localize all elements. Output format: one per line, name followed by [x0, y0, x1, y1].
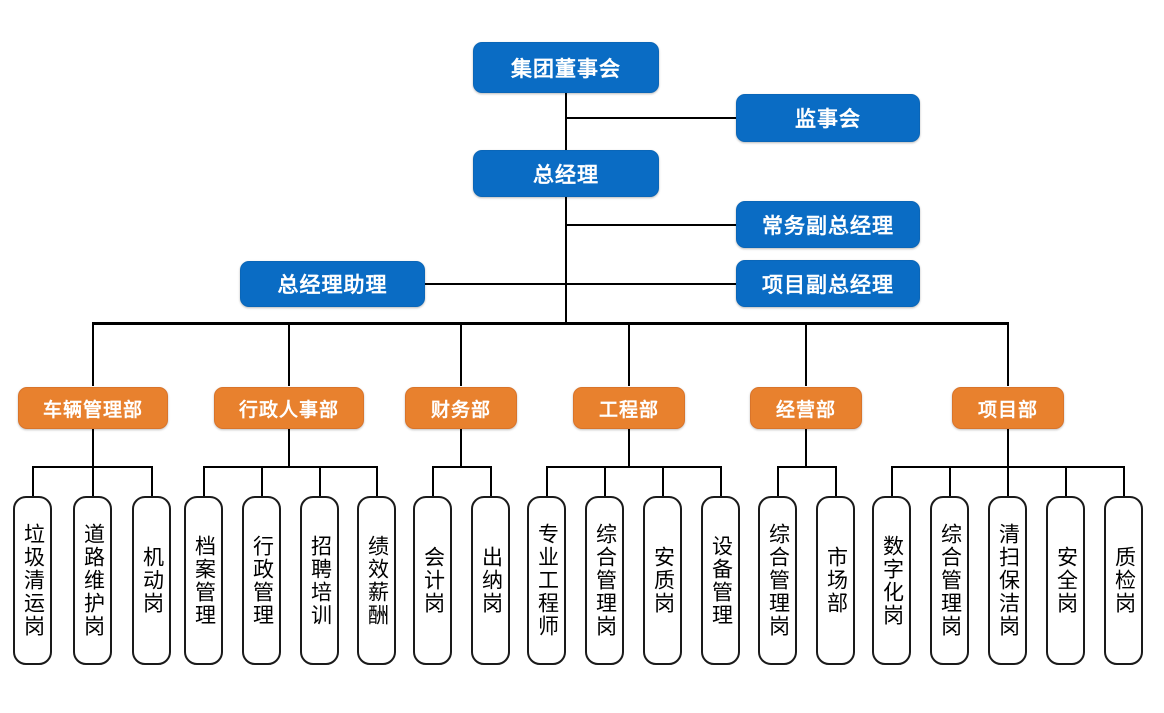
node-post-finance-0[interactable]: 会计岗 [413, 496, 452, 665]
connector-spine-to-supervisory [565, 117, 736, 119]
node-post-adminhr-0[interactable]: 档案管理 [184, 496, 223, 665]
connector-engineering-drop-2 [662, 466, 664, 497]
node-post-operations-1[interactable]: 市场部 [816, 496, 855, 665]
post-label: 综合管理岗 [593, 523, 618, 638]
connector-bus-drop-operations [805, 322, 807, 386]
post-label: 数字化岗 [880, 534, 905, 627]
connector-board-to-gm [565, 93, 567, 151]
node-post-vehicle-2[interactable]: 机动岗 [132, 496, 171, 665]
connector-finance-stem [460, 428, 462, 467]
post-label: 会计岗 [421, 546, 446, 615]
node-department-project[interactable]: 项目部 [952, 387, 1064, 429]
node-post-engineering-2[interactable]: 安质岗 [643, 496, 682, 665]
post-label: 机动岗 [140, 546, 165, 615]
connector-engineering-drop-0 [546, 466, 548, 497]
connector-spine-to-project-deputy [565, 283, 736, 285]
node-post-project-1[interactable]: 综合管理岗 [930, 496, 969, 665]
post-label: 垃圾清运岗 [21, 523, 46, 638]
connector-project-stem [1007, 428, 1009, 467]
node-post-engineering-3[interactable]: 设备管理 [701, 496, 740, 665]
connector-adminhr-drop-2 [319, 466, 321, 497]
post-label: 安质岗 [651, 546, 676, 615]
node-post-adminhr-3[interactable]: 绩效薪酬 [357, 496, 396, 665]
connector-operations-drop-1 [835, 466, 837, 497]
post-label: 专业工程师 [535, 523, 560, 638]
connector-gm-to-bus [565, 197, 567, 323]
connector-project-drop-4 [1123, 466, 1125, 497]
connector-bus-drop-finance [460, 322, 462, 386]
node-general-manager[interactable]: 总经理 [473, 150, 659, 197]
connector-vehicle-drop-0 [32, 466, 34, 497]
node-post-adminhr-1[interactable]: 行政管理 [242, 496, 281, 665]
node-department-operations[interactable]: 经营部 [750, 387, 862, 429]
node-post-vehicle-1[interactable]: 道路维护岗 [73, 496, 112, 665]
connector-engineering-stem [628, 428, 630, 467]
node-department-finance[interactable]: 财务部 [405, 387, 517, 429]
connector-bus-drop-engineering [628, 322, 630, 386]
connector-adminhr-drop-1 [261, 466, 263, 497]
connector-project-drop-2 [1007, 466, 1009, 497]
connector-project-drop-3 [1065, 466, 1067, 497]
connector-vehicle-stem [92, 428, 94, 467]
connector-operations-drop-0 [777, 466, 779, 497]
post-label: 招聘培训 [308, 534, 333, 627]
node-executive-deputy-gm[interactable]: 常务副总经理 [736, 201, 920, 248]
connector-engineering-rail [546, 466, 721, 468]
post-label: 市场部 [824, 546, 849, 615]
node-board[interactable]: 集团董事会 [473, 42, 659, 93]
node-gm-assistant[interactable]: 总经理助理 [240, 261, 425, 307]
connector-bus-drop-vehicle [92, 322, 94, 386]
post-label: 出纳岗 [479, 546, 504, 615]
node-post-operations-0[interactable]: 综合管理岗 [758, 496, 797, 665]
node-post-project-0[interactable]: 数字化岗 [872, 496, 911, 665]
node-department-engineering[interactable]: 工程部 [573, 387, 685, 429]
connector-vehicle-drop-2 [151, 466, 153, 497]
node-department-vehicle[interactable]: 车辆管理部 [18, 387, 168, 429]
connector-engineering-drop-3 [720, 466, 722, 497]
post-label: 设备管理 [709, 534, 734, 627]
connector-spine-to-exec-deputy [565, 224, 736, 226]
connector-adminhr-drop-3 [376, 466, 378, 497]
connector-project-drop-0 [891, 466, 893, 497]
connector-finance-drop-1 [490, 466, 492, 497]
connector-adminhr-drop-0 [203, 466, 205, 497]
node-post-project-2[interactable]: 清扫保洁岗 [988, 496, 1027, 665]
connector-operations-stem [805, 428, 807, 467]
connector-bus-drop-admin-hr [288, 322, 290, 386]
connector-engineering-drop-1 [604, 466, 606, 497]
node-post-finance-1[interactable]: 出纳岗 [471, 496, 510, 665]
connector-department-bus [92, 322, 1009, 325]
post-label: 质检岗 [1112, 546, 1137, 615]
connector-project-drop-1 [949, 466, 951, 497]
node-post-adminhr-2[interactable]: 招聘培训 [300, 496, 339, 665]
node-post-engineering-0[interactable]: 专业工程师 [527, 496, 566, 665]
connector-bus-drop-project [1007, 322, 1009, 386]
connector-finance-drop-0 [432, 466, 434, 497]
node-post-project-3[interactable]: 安全岗 [1046, 496, 1085, 665]
connector-spine-to-gm-assistant [424, 283, 566, 285]
post-label: 安全岗 [1054, 546, 1079, 615]
node-post-vehicle-0[interactable]: 垃圾清运岗 [13, 496, 52, 665]
node-post-project-4[interactable]: 质检岗 [1104, 496, 1143, 665]
node-supervisory-board[interactable]: 监事会 [736, 94, 920, 142]
connector-finance-rail [432, 466, 491, 468]
post-label: 档案管理 [192, 534, 217, 627]
post-label: 行政管理 [250, 534, 275, 627]
connector-adminhr-stem [288, 428, 290, 467]
node-project-deputy-gm[interactable]: 项目副总经理 [736, 260, 920, 307]
connector-vehicle-drop-1 [92, 466, 94, 497]
post-label: 道路维护岗 [81, 523, 106, 638]
post-label: 综合管理岗 [766, 523, 791, 638]
node-department-admin-hr[interactable]: 行政人事部 [214, 387, 364, 429]
post-label: 综合管理岗 [938, 523, 963, 638]
connector-operations-rail [777, 466, 836, 468]
post-label: 清扫保洁岗 [996, 523, 1021, 638]
connector-adminhr-rail [203, 466, 377, 468]
node-post-engineering-1[interactable]: 综合管理岗 [585, 496, 624, 665]
post-label: 绩效薪酬 [365, 534, 390, 627]
